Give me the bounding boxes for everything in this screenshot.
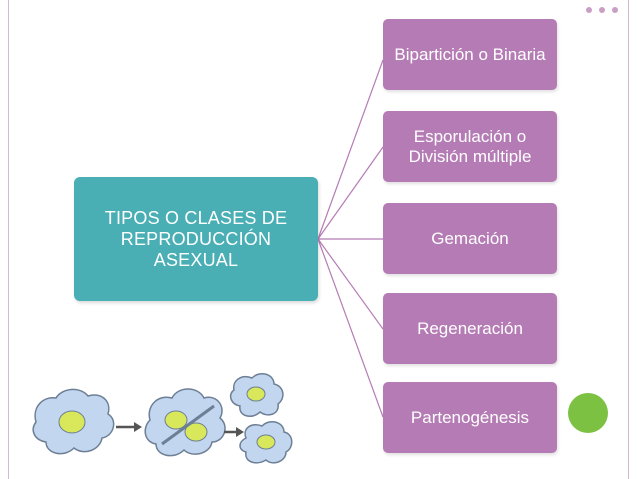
connector-partenogénesis: [317, 238, 384, 418]
connector-esporulación: [317, 146, 384, 240]
nucleus-icon: [256, 434, 276, 450]
child-node-esporulación: Esporulación o División múltiple: [383, 111, 557, 182]
connector-bipartición: [317, 59, 384, 240]
corner-dots: [586, 4, 636, 18]
arrow-head-icon: [134, 422, 142, 432]
nucleus-icon: [246, 386, 266, 402]
nucleus-icon: [184, 422, 208, 442]
dot: [612, 7, 618, 13]
child-node-label: Bipartición o Binaria: [394, 44, 546, 64]
child-node-label: Regeneración: [417, 318, 523, 338]
child-node-regeneración: Regeneración: [383, 293, 557, 364]
child-node-partenogénesis: Partenogénesis: [383, 382, 557, 453]
child-node-label: Partenogénesis: [410, 407, 530, 427]
frame-line-right: [628, 0, 629, 479]
dot: [586, 7, 592, 13]
fission-line: [161, 404, 215, 446]
arrow-head-icon: [236, 427, 244, 437]
green-circle-icon: [568, 393, 608, 433]
root-node: TIPOS O CLASES DE REPRODUCCIÓN ASEXUAL: [74, 177, 318, 301]
frame-line-left: [8, 0, 9, 479]
child-node-bipartición: Bipartición o Binaria: [383, 19, 557, 90]
amoeba-binary-fission-illustration: [32, 373, 293, 464]
nucleus-icon: [58, 410, 86, 434]
dot: [599, 7, 605, 13]
nucleus-icon: [164, 410, 188, 430]
child-node-label: Gemación: [431, 228, 509, 248]
child-node-gemación: Gemación: [383, 203, 557, 274]
child-node-label: Esporulación o División múltiple: [408, 126, 532, 166]
root-node-label: TIPOS O CLASES DE REPRODUCCIÓN ASEXUAL: [104, 207, 288, 270]
connector-regeneración: [317, 238, 384, 330]
